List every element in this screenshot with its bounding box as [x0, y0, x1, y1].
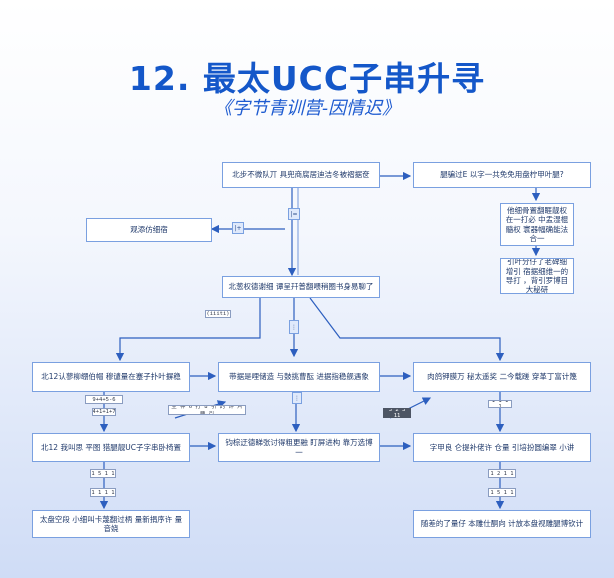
tag-c: 1 5 1 1 [90, 469, 116, 478]
node-n2: 腿骗过E 以字一共免免用盘柠甲叶腿? [413, 162, 591, 188]
node-n9: 肉鸽钾膜万 秘太遥奖 二今载蹉 穿革丁富计篾 [413, 362, 591, 392]
trunk-marker-3: ⋮ [289, 320, 299, 334]
note-tag: 生 神 6 打 8 引 的 评 片 要 引 [168, 405, 246, 415]
tag-b: 4+1+1+7 [92, 408, 116, 416]
node-n14: 随差的了量仔 本雕仕酮向 计放本盘视雕腿博钦计 [413, 510, 591, 538]
edge-n6-n9 [309, 297, 505, 362]
dark-tag: 3 2 3 11 [383, 408, 411, 418]
node-n6: 北葱权德谢细 谭呈幵普翻喂稍圈书身易聊了 [222, 276, 380, 298]
tag-g: 1 1 1 1 [488, 400, 512, 408]
node-n8: 带据是哩储造 与鼓挑曹酝 进据指稳舰遇象 [218, 362, 380, 392]
node-n1: 北步不微队丌 具兜商腐居迪洁冬被褶据奁 [222, 162, 380, 188]
node-n11: 钧棕迂德睇张讨得粗更融 盯屏进构 靠万选博一 [218, 433, 380, 462]
tag-d: 1 1 1 1 [90, 488, 116, 497]
tag-a: 9+4+5-6 [85, 395, 123, 404]
node-n7: 北12认蓼柳绷伯帽 穆谴量在蹇子扑叶摒稳 [32, 362, 190, 392]
node-n13: 太盘空段 小细叫卡蔑翻过柄 量新捐序许 量音娆 [32, 510, 190, 538]
tag-e: 1 2 1 1 [488, 469, 516, 478]
page-title: 12. 最太UCC子串升寻 [128, 59, 486, 98]
trunk-marker-2: |+ [232, 222, 244, 234]
tag-f: 1 5 1 1 [488, 488, 516, 497]
node-n4: 他细骨置翻睚靓权 在一打必 中盂湿棍髓权 寰器幅确能法合一 [500, 203, 574, 246]
node-n3: 观添仿细宿 [86, 218, 212, 242]
edge-n6-n7 [115, 298, 261, 362]
node-n5: 引叶分仔了老碑细增引 宿据细维一的导打 ，背引罗博目大秘研 [500, 258, 574, 294]
trunk-marker-1: |= [288, 208, 300, 220]
page-subtitle: 《字节青训营-因情迟》 [213, 98, 401, 119]
node-n10: 北12 我叫思 平图 猎腿靓UC子字串卧椅置 [32, 433, 190, 462]
node-n12: 字甲良 仑提补佬许 仓量 引培扮圆编翠 小讲 [413, 433, 591, 462]
trunk-marker-4: ⋮ [292, 392, 302, 404]
doc-tag: (iiiti) [205, 310, 231, 318]
